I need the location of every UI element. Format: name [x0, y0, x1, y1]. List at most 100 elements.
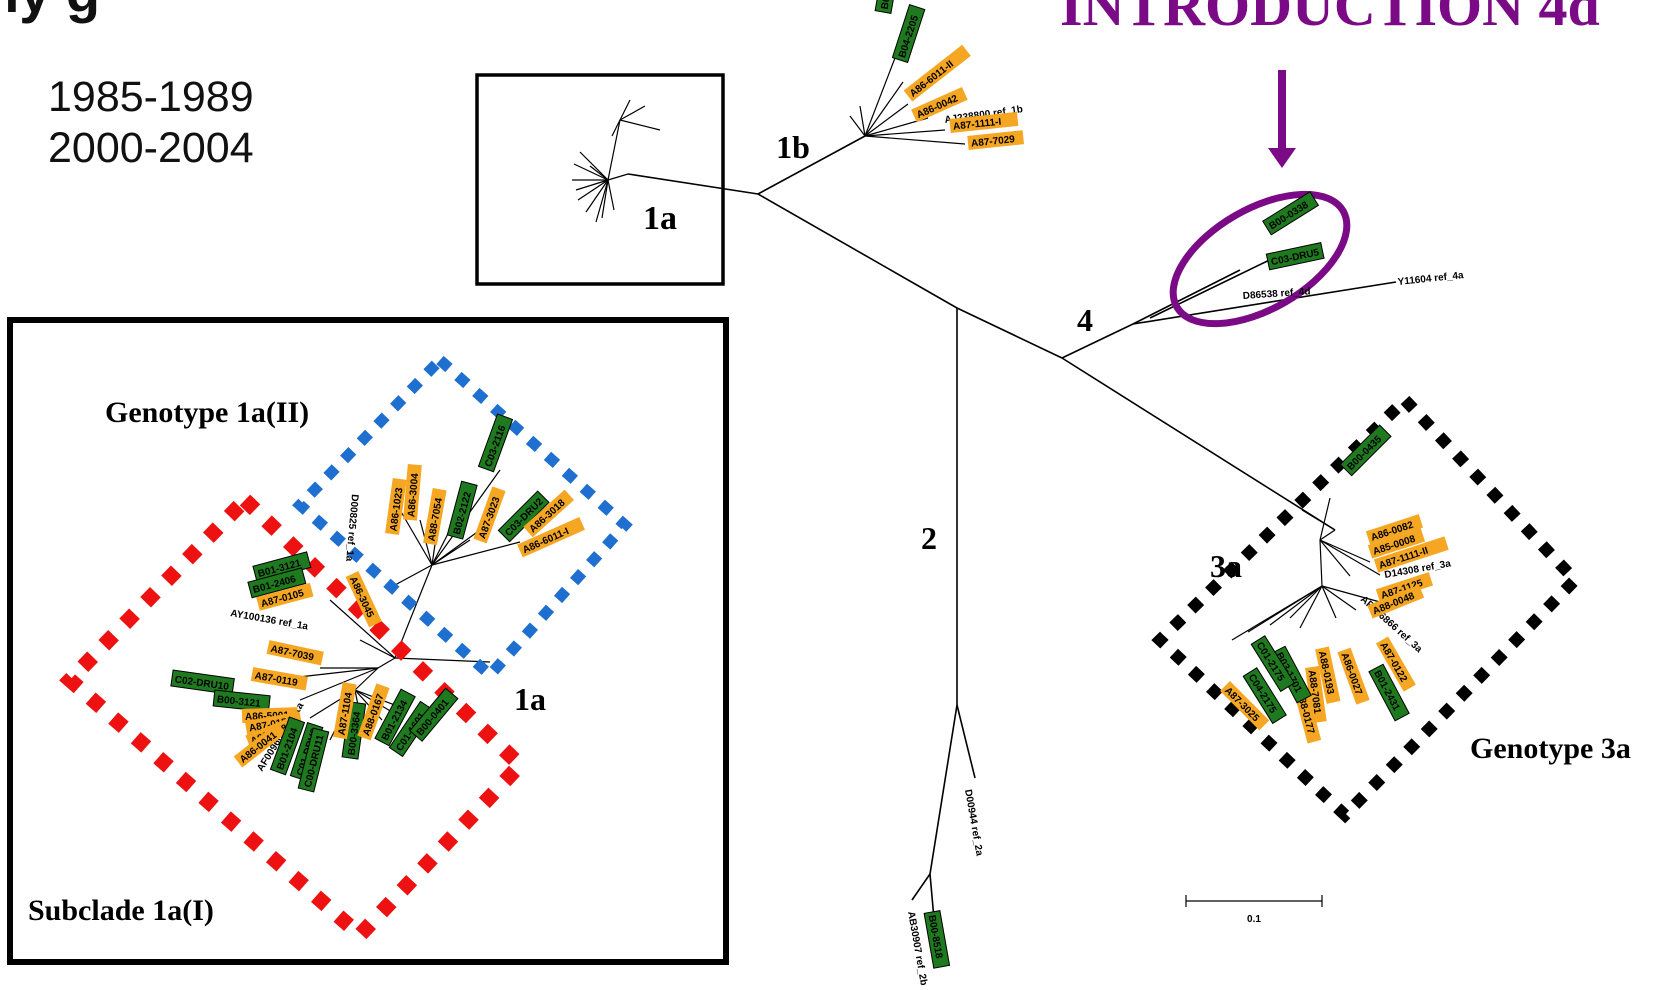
sample-tip-label: A86-3004 — [406, 472, 421, 517]
slide-title-fragment: ny g — [0, 0, 100, 25]
clade-1a-mini-tree — [572, 99, 661, 223]
sample-tip-badge-2000-2004 — [1250, 635, 1295, 693]
clade-label-1a-overview: 1a — [643, 200, 677, 237]
sample-tip-badge-1985-1989 — [233, 722, 287, 768]
sample-tip: C02-DRU10 — [170, 669, 235, 696]
sample-tip-badge-1985-1989 — [423, 488, 447, 546]
sample-tip-label: B00-3121 — [216, 694, 261, 710]
sample-tip: A88-7054 — [423, 488, 447, 546]
sample-tip-label: A88-7054 — [427, 497, 446, 543]
sample-tip-badge-1985-1989 — [403, 464, 422, 521]
sample-tip-label: A87-1111-I — [953, 117, 1002, 133]
legend-period-1985-1989: 1985-1989 — [48, 73, 254, 121]
sample-tip-badge-1985-1989 — [333, 682, 357, 740]
sample-tip-badge-1985-1989 — [244, 711, 302, 735]
sample-tip-badge-1985-1989 — [1365, 514, 1424, 545]
sample-tip: B00-8518 — [923, 910, 951, 969]
clade-1a-overview-box — [475, 73, 725, 286]
sample-tip-badge-2000-2004 — [170, 669, 235, 696]
sample-tip-badge-1985-1989 — [903, 44, 971, 102]
sample-tip: A87-1111-I — [949, 111, 1019, 133]
group-label-subclade-1a-I: Subclade 1a(I) — [28, 894, 214, 927]
scale-bar-label: 0.1 — [1247, 914, 1261, 925]
sample-tip: A87-0119 — [250, 667, 308, 691]
sample-tip: C03-DRU5 — [1265, 242, 1325, 271]
sample-tip-badge-2000-2004 — [891, 4, 926, 64]
introduction-4d-highlight — [1169, 190, 1351, 328]
sample-tip-badge-2000-2004 — [1262, 191, 1320, 236]
sample-tip: A87-7039 — [266, 640, 324, 666]
introduction-4d-heading: INTRODUCTION 4d — [1060, 0, 1600, 38]
sample-tip-badge-2000-2004 — [409, 687, 459, 742]
sample-tip-badge-2000-2004 — [923, 910, 951, 969]
sample-tip-badge-2000-2004 — [477, 413, 514, 473]
sample-tip-badge-2000-2004 — [297, 727, 330, 793]
sample-tip: B04-2205 — [891, 4, 926, 64]
sample-tip: A86-0027 — [1337, 647, 1370, 705]
sample-tip: B01-3121 — [252, 551, 312, 583]
tree-backbone — [627, 135, 1397, 931]
sample-tip-badge-2000-2004 — [1242, 667, 1287, 725]
sample-tip-badge-1985-1989 — [1375, 636, 1416, 692]
sample-tip-badge-2000-2004 — [374, 688, 416, 747]
sample-tip-badge-1985-1989 — [357, 683, 390, 741]
genotype-3a-dotted-box — [1151, 391, 1584, 824]
group-label-genotype-1a-II: Genotype 1a(II) — [105, 396, 309, 429]
sample-tip-badge-1985-1989 — [1305, 666, 1327, 724]
sample-tip-badge-1985-1989 — [1375, 572, 1434, 603]
clade-3a-fan — [1231, 497, 1381, 641]
group-label-genotype-3a: Genotype 3a — [1470, 732, 1631, 765]
scale-bar — [1185, 895, 1323, 907]
sample-tip-label: B01-2138 — [880, 0, 899, 10]
clade-label-3a: 3a — [1210, 548, 1242, 584]
sample-tip-label: A87-7029 — [971, 134, 1016, 150]
sample-tip-badge-1985-1989 — [473, 486, 506, 544]
clade-1a-zoom-box — [7, 317, 729, 965]
sample-tip: B00-0435 — [1339, 424, 1392, 477]
introduction-arrow-head — [1268, 148, 1296, 168]
sample-tip-badge-1985-1989 — [1373, 536, 1449, 573]
sample-tip-badge-1985-1989 — [1337, 647, 1370, 705]
sample-tip-badge-2000-2004 — [269, 716, 306, 776]
sample-tip: A86-1023 — [385, 477, 407, 535]
clade-label-4: 4 — [1077, 302, 1093, 338]
clade-label-2: 2 — [921, 520, 937, 556]
sample-tip-badge-1985-1989 — [949, 111, 1019, 133]
sample-tip-badge-2000-2004 — [446, 480, 478, 540]
clade-1b-fan — [849, 57, 966, 145]
sample-tip: C03-2116 — [477, 413, 514, 473]
sample-tip-badge-1985-1989 — [250, 667, 308, 691]
subclade-1a-I-dotted-box — [59, 489, 531, 946]
sample-tip-badge-2000-2004 — [874, 0, 902, 14]
sample-tip-badge-1985-1989 — [1220, 681, 1270, 731]
sample-tip-badge-1985-1989 — [967, 130, 1025, 150]
sample-tip-badge-1985-1989 — [345, 571, 382, 628]
reference-label-4a: Y11604 ref_4a — [1397, 270, 1464, 288]
sample-tip: B00-3121 — [212, 689, 271, 713]
sample-tip-label: A87-0119 — [254, 671, 299, 689]
sample-tip-badge-1985-1989 — [911, 86, 968, 123]
sample-tip: A87-7029 — [967, 130, 1025, 150]
sample-tip-badge-1985-1989 — [1367, 528, 1426, 559]
sample-tip-badge-2000-2004 — [1265, 242, 1325, 271]
sample-tip-badge-1985-1989 — [256, 582, 314, 611]
sample-tip: B02-2122 — [446, 480, 478, 540]
sample-tip-badge-1985-1989 — [1367, 584, 1425, 619]
legend-period-2000-2004: 2000-2004 — [48, 124, 254, 172]
genotype-1a-II-dotted-box — [292, 352, 633, 683]
reference-label-2a: D00944 ref_2a — [962, 789, 985, 858]
sample-tip-badge-2000-2004 — [1368, 663, 1410, 722]
sample-tip-badge-2000-2004 — [212, 689, 271, 713]
sample-tip-badge-1985-1989 — [1315, 646, 1341, 704]
sample-tip-badge-1985-1989 — [385, 477, 407, 535]
sample-tip-badge-2000-2004 — [1339, 424, 1392, 477]
sample-tip-badge-1985-1989 — [266, 640, 324, 666]
sample-tip-badge-2000-2004 — [247, 567, 307, 599]
reference-label-4d: D86538 ref_4d — [1242, 286, 1310, 302]
clade-label-1b: 1b — [776, 129, 810, 165]
sample-tip: A87-3023 — [473, 486, 506, 544]
sample-tip: A86-3004 — [403, 464, 422, 521]
sample-tip: B01-2138 — [874, 0, 902, 14]
sample-tip-badge-1985-1989 — [523, 489, 575, 538]
